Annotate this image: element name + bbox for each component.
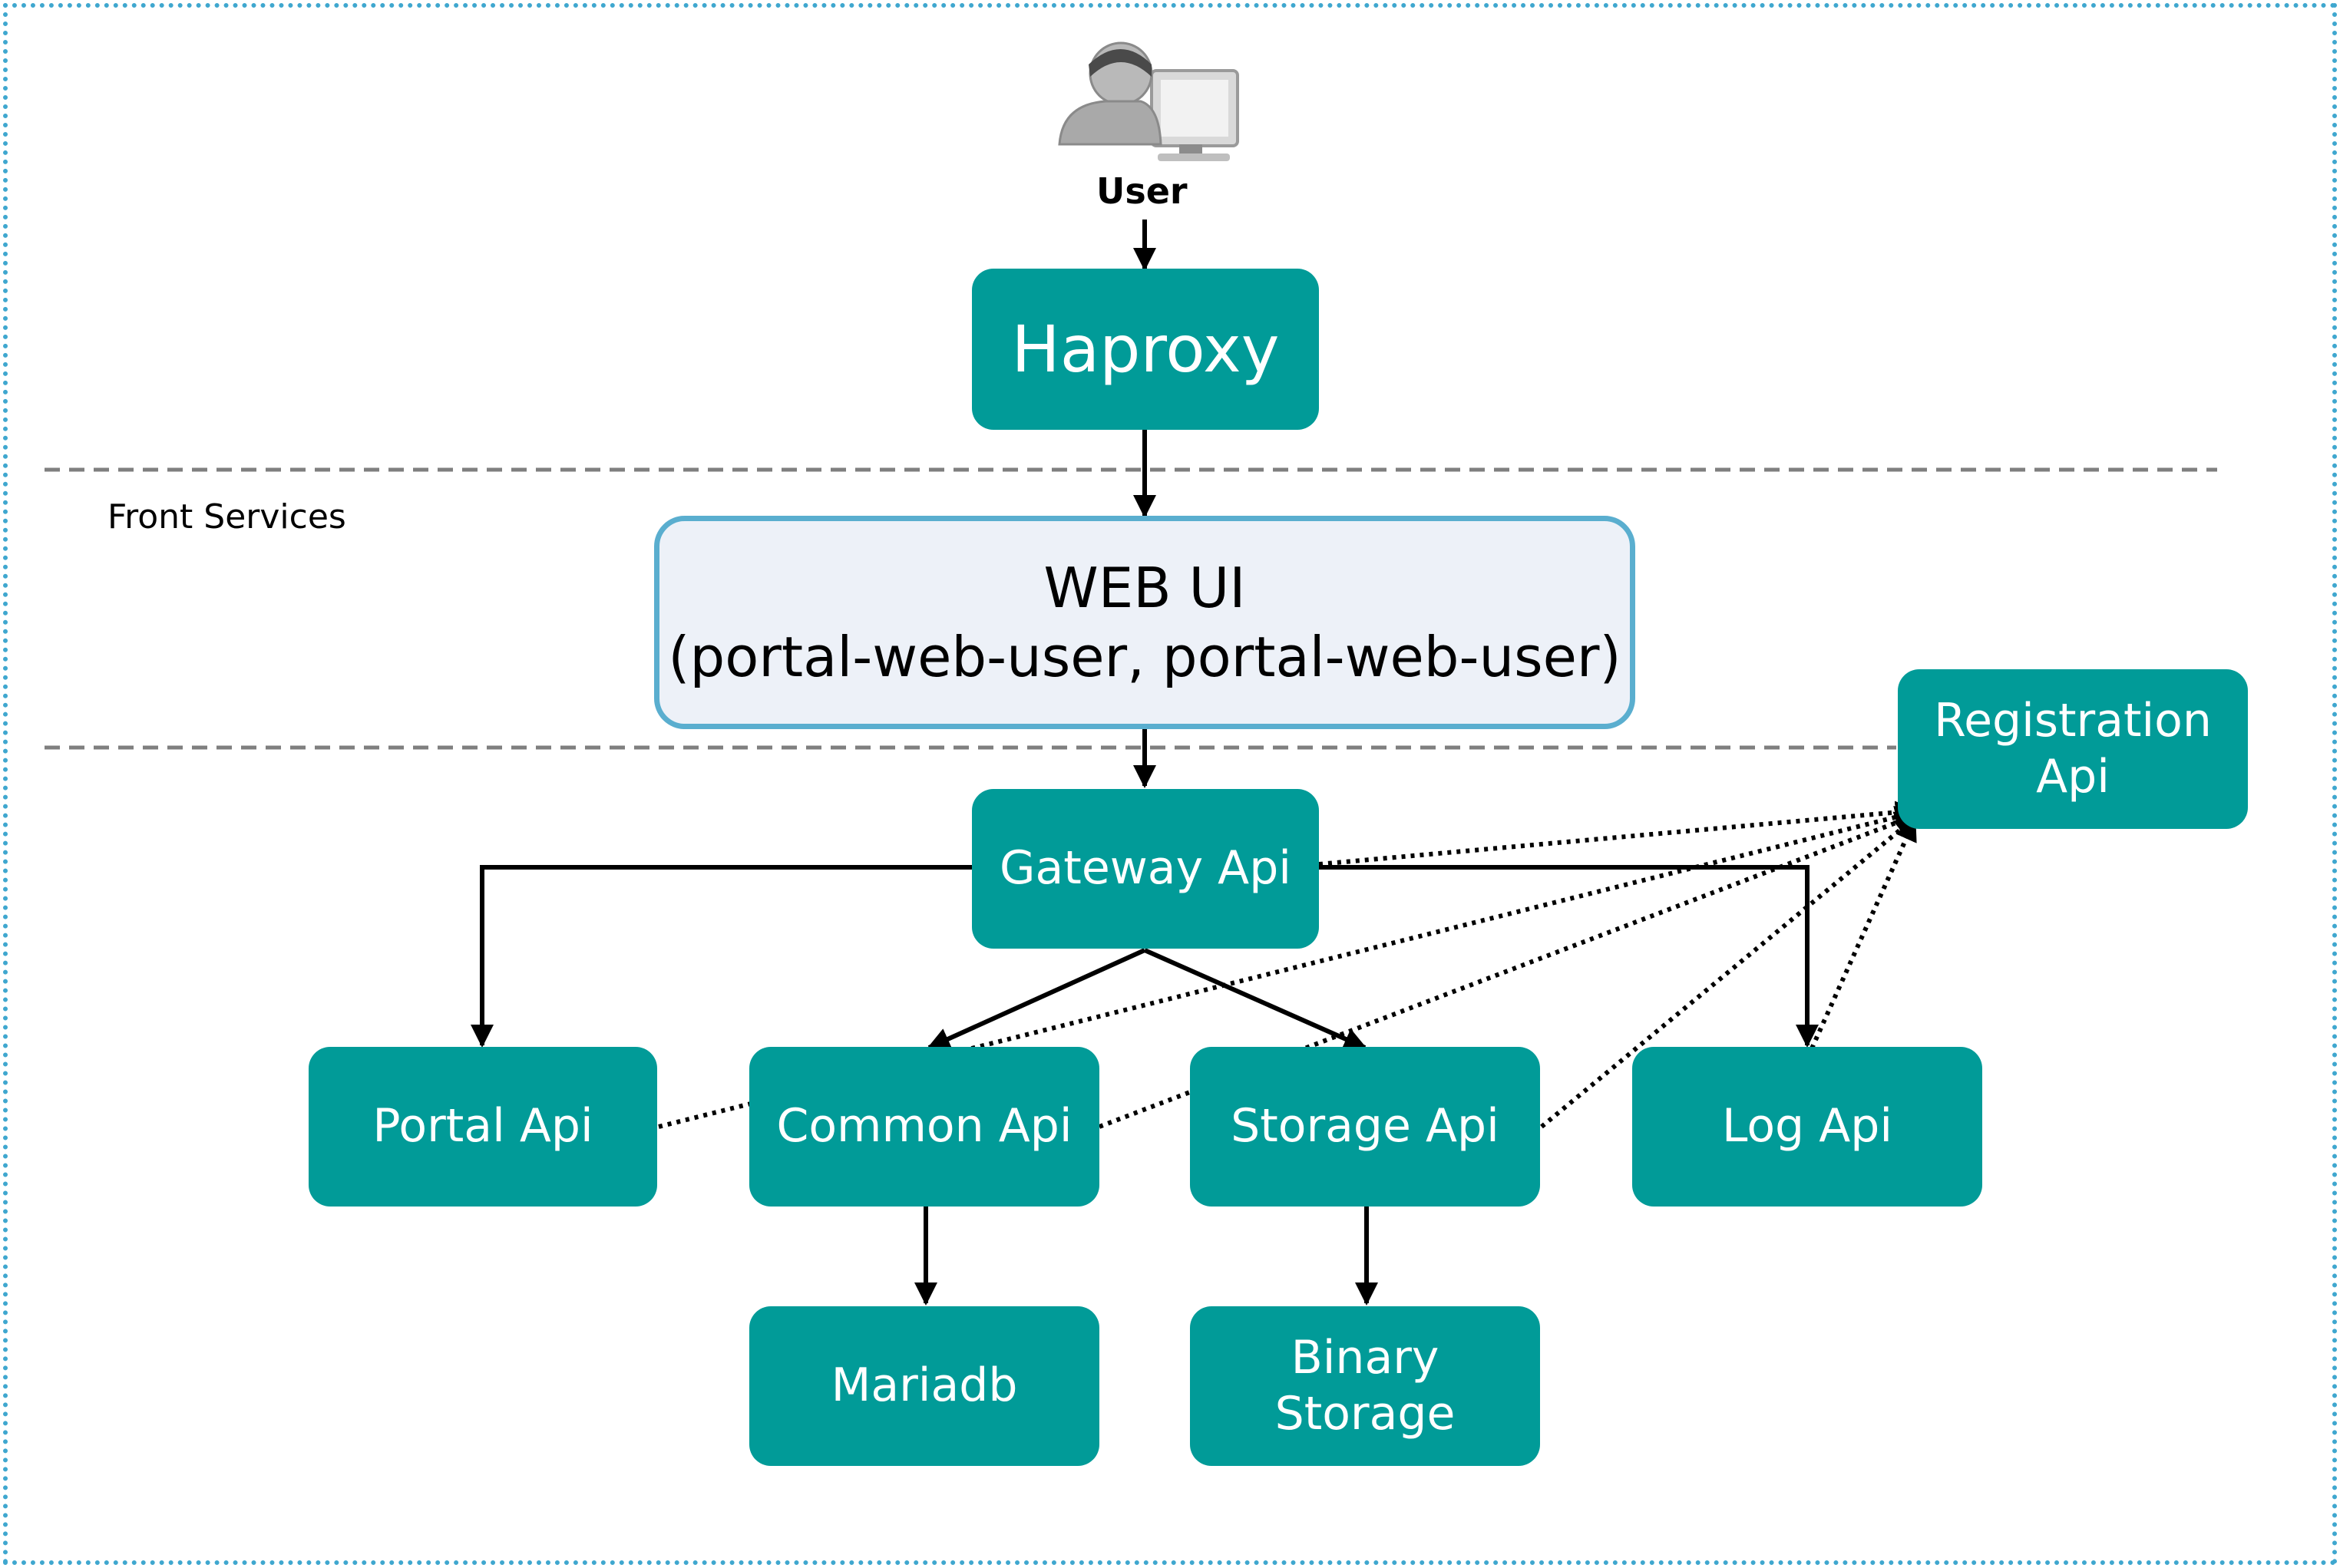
- web-ui-label: WEB UI (portal-web-user, portal-web-user…: [668, 556, 1621, 689]
- edge-common-registration: [1098, 811, 1919, 1129]
- front-services-label: Front Services: [107, 497, 346, 536]
- edge-storage-registration: [1540, 814, 1919, 1129]
- edge-portal-registration: [658, 806, 1919, 1129]
- portal-api-label: Portal Api: [372, 1099, 593, 1154]
- log-api-node: Log Api: [1632, 1047, 1982, 1207]
- mariadb-label: Mariadb: [831, 1358, 1018, 1413]
- gateway-api-node: Gateway Api: [972, 789, 1319, 949]
- web-ui-node: WEB UI (portal-web-user, portal-web-user…: [654, 516, 1635, 729]
- user-at-computer-icon: [1058, 41, 1239, 161]
- common-api-label: Common Api: [776, 1099, 1072, 1154]
- common-api-node: Common Api: [749, 1047, 1099, 1207]
- user-label: User: [1096, 170, 1188, 212]
- edge-gateway-common: [927, 948, 1146, 1050]
- binary-storage-label: Binary Storage: [1274, 1330, 1456, 1441]
- registration-api-node: Registration Api: [1898, 669, 2248, 829]
- storage-api-node: Storage Api: [1190, 1047, 1540, 1207]
- haproxy-node: Haproxy: [972, 269, 1319, 430]
- haproxy-label: Haproxy: [1011, 311, 1280, 387]
- portal-api-node: Portal Api: [309, 1047, 657, 1207]
- mariadb-node: Mariadb: [749, 1306, 1099, 1466]
- edge-gateway-storage: [1143, 948, 1367, 1050]
- diagram-frame: [3, 3, 2337, 1565]
- edge-gateway-registration: [1318, 801, 1919, 867]
- binary-storage-node: Binary Storage: [1190, 1306, 1540, 1466]
- edge-log-registration: [1810, 817, 1917, 1050]
- storage-api-label: Storage Api: [1231, 1099, 1499, 1154]
- edge-gateway-portal: [471, 865, 972, 1048]
- gateway-api-label: Gateway Api: [1000, 841, 1291, 896]
- edge-gateway-log: [1319, 865, 1819, 1048]
- registration-api-label: Registration Api: [1934, 693, 2212, 804]
- log-api-label: Log Api: [1721, 1099, 1893, 1154]
